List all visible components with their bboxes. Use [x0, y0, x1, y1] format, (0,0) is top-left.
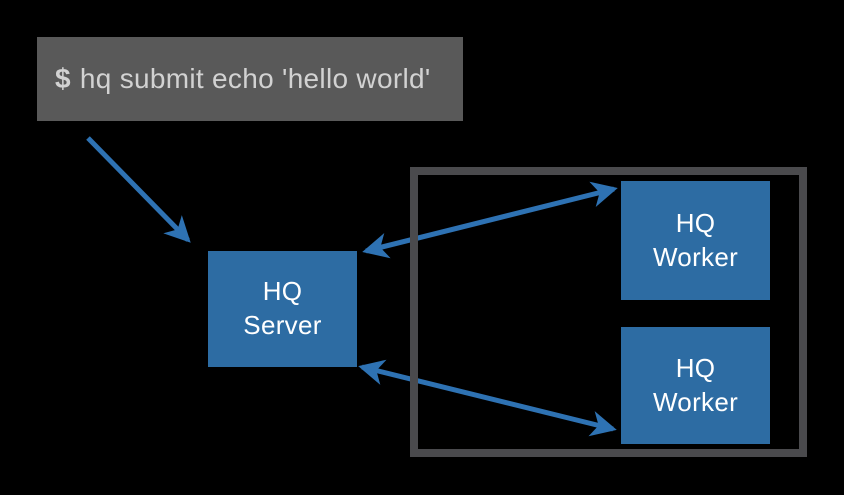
hq-worker-1-label: HQ Worker	[652, 207, 739, 272]
hq-worker-node-1: HQ Worker	[621, 181, 770, 300]
terminal-command-box: $ hq submit echo 'hello world'	[37, 37, 463, 121]
hq-worker-2-label: HQ Worker	[652, 352, 739, 417]
hq-worker-node-2: HQ Worker	[621, 327, 770, 444]
hq-server-node: HQ Server	[208, 251, 357, 367]
arrow-submit-to-server	[86, 136, 191, 243]
worker-cluster-frame: HQ Worker HQ Worker	[410, 167, 807, 457]
hq-server-label: HQ Server	[243, 276, 322, 340]
shell-prompt: $	[55, 63, 71, 94]
shell-command-text: hq submit echo 'hello world'	[79, 63, 431, 94]
